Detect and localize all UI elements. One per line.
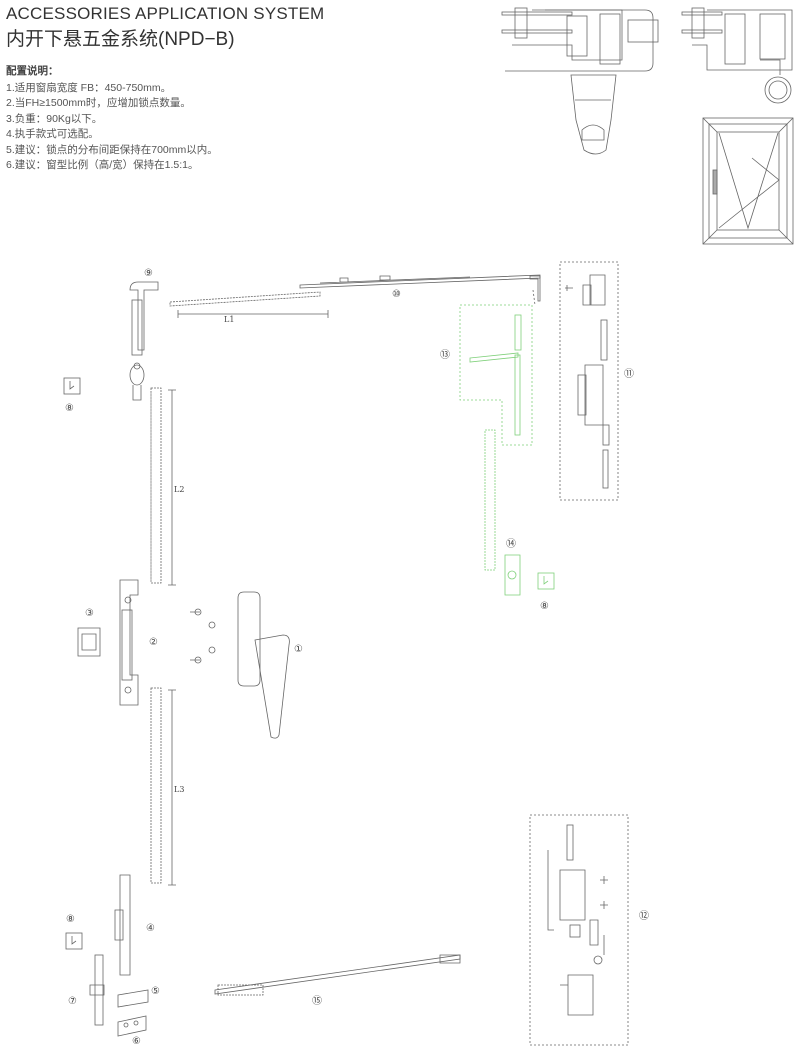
configuration-notes: 配置说明： 1.适用窗扇宽度 FB：450-750mm。 2.当FH≥1500m… [6,64,218,174]
part-number-8-lower: ⑧ [66,914,75,925]
window-elevation-icon [702,117,794,245]
part-number-6: ⑥ [132,1036,141,1047]
title-english: ACCESSORIES APPLICATION SYSTEM [6,4,325,23]
part-number-11: ⑪ [624,368,634,380]
dimension-l2-line [168,389,176,586]
part-number-7: ⑦ [68,996,77,1007]
dimension-l1-label: L1 [224,315,234,324]
part-4-corner-drive [114,874,131,976]
part-7-keeper [89,954,105,1026]
part-9-corner-drive [129,281,159,401]
part-number-14: ⑭ [506,538,516,550]
note-item: 3.负重：90Kg以下。 [6,112,103,125]
part-number-9: ⑨ [144,268,153,279]
part-number-5: ⑤ [151,986,160,997]
part-12-bottom-hinge-kit [529,814,629,1046]
dimension-l3-label: L3 [174,785,184,794]
part-number-8-optional: ⑧ [540,601,549,612]
note-item: 4.执手款式可选配。 [6,128,99,140]
note-item: 2.当FH≥1500mm时，应增加锁点数量。 [6,97,191,109]
part-2-gearbox [119,579,139,706]
note-item: 5.建议：锁点的分布间距保持在700mm以内。 [6,143,218,156]
part-gear-rod-upper [150,387,162,584]
part-number-1: ① [294,644,303,655]
part-8-keeper-lower [65,932,83,950]
part-14-optional-keeper [504,554,555,596]
part-11-top-hinge-kit [559,261,619,501]
part-15-bottom-stay [214,954,461,996]
profile-section-left [501,7,659,155]
part-6-keeper [117,1015,147,1037]
profile-section-right [681,7,793,104]
dimension-l2-label: L2 [174,485,184,494]
handle-screws [190,608,216,664]
part-stay-arm-rack [169,291,321,307]
part-3-keeper [77,627,101,657]
dimension-l1-line [177,310,329,318]
part-number-15: ⑮ [312,995,322,1007]
part-number-3: ③ [85,608,94,619]
part-number-4: ④ [146,923,155,934]
note-item: 1.适用窗扇宽度 FB：450-750mm。 [6,81,172,94]
part-number-2: ② [149,637,158,648]
part-number-12: ⑫ [639,910,649,922]
part-1-handle [237,591,290,739]
part-10-stay-arm [299,274,541,306]
part-number-13: ⑬ [440,349,450,361]
part-number-8: ⑧ [65,403,74,414]
notes-heading: 配置说明： [6,65,59,77]
part-5-keeper [117,989,149,1008]
note-item: 6.建议：窗型比例（高/宽）保持在1.5:1。 [6,159,199,171]
part-number-10: ⑩ [392,289,401,300]
title-chinese: 内开下悬五金系统(NPD−B) [6,29,235,50]
part-8-keeper [63,377,81,395]
dimension-l3-line [168,689,176,886]
part-gear-rod-lower [150,687,162,884]
part-13-optional-stay [459,304,533,571]
